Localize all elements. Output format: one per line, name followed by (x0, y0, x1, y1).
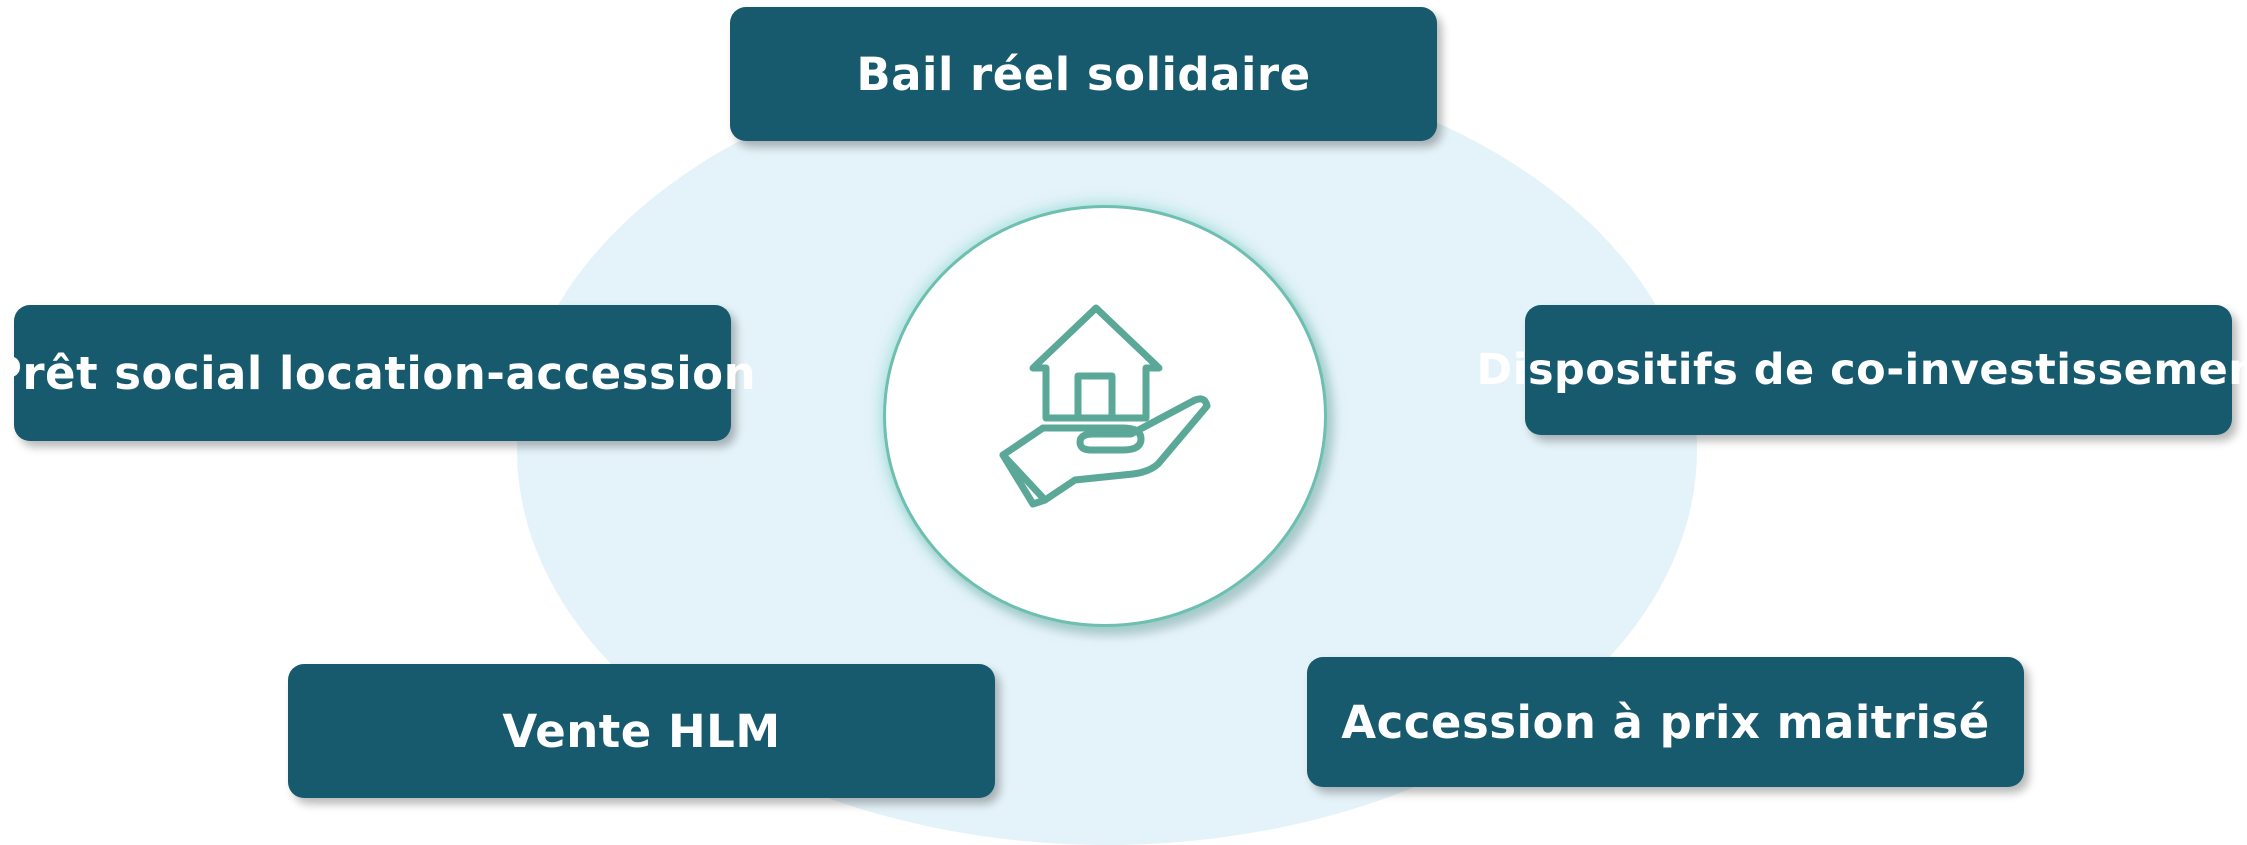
box-dispositifs-co-investissement: Dispositifs de co-investissement (1477, 305, 2247, 435)
box-vente-hlm: Vente HLM (288, 664, 995, 798)
box-accession-prix-maitrise: Accession à prix maitrisé (1307, 657, 2024, 787)
box-pret-social-location-accession: Prêt social location-accession (0, 305, 756, 441)
box-label: Accession à prix maitrisé (1341, 695, 1990, 749)
box-label: Bail réel solidaire (856, 47, 1311, 101)
box-label: Prêt social location-accession (0, 346, 757, 400)
box-label: Vente HLM (502, 704, 781, 758)
box-label: Dispositifs de co-investissement (1476, 345, 2247, 395)
box-bail-reel-solidaire: Bail réel solidaire (730, 7, 1437, 141)
house-in-hand-icon (999, 304, 1211, 508)
center-circle (883, 205, 1327, 627)
